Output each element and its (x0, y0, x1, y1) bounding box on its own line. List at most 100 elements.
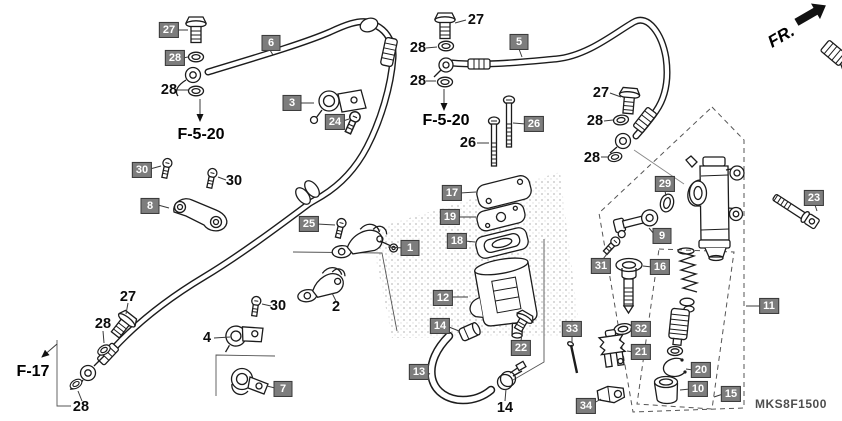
part-3-clamp (309, 89, 367, 125)
callout-7[interactable]: 7 (273, 380, 293, 398)
part-23-bolt (772, 194, 820, 230)
callout-25[interactable]: 25 (298, 215, 320, 233)
callout-1[interactable]: 1 (400, 239, 420, 257)
part-33-pin (567, 341, 579, 374)
callout-30[interactable]: 30 (131, 161, 153, 179)
callout-21[interactable]: 21 (630, 343, 652, 361)
callout-33[interactable]: 33 (561, 320, 583, 338)
callout-27[interactable]: 27 (119, 289, 137, 305)
part-24-screw (342, 109, 363, 136)
callout-6[interactable]: 6 (261, 34, 281, 52)
part-8-bracket (173, 198, 228, 232)
callout-27[interactable]: 27 (592, 85, 610, 101)
fr-direction: FR. (765, 3, 826, 51)
part-13-hose (427, 331, 496, 405)
callout-12[interactable]: 12 (432, 289, 454, 307)
part-7-clamp (230, 367, 269, 396)
callout-3[interactable]: 3 (282, 94, 302, 112)
fr-arrow-icon (794, 3, 826, 26)
callout-9[interactable]: 9 (652, 227, 672, 245)
ref-f-17[interactable]: F-17 (16, 363, 50, 380)
callout-28[interactable]: 28 (72, 399, 90, 415)
kit-spring (677, 247, 700, 293)
hose-crimp (633, 107, 657, 133)
kit-washer (679, 297, 695, 307)
callout-8[interactable]: 8 (140, 197, 160, 215)
callout-20[interactable]: 20 (690, 361, 712, 379)
callout-13[interactable]: 13 (408, 363, 430, 381)
callout-14[interactable]: 14 (496, 400, 514, 416)
part-28-washer (436, 76, 454, 88)
callout-28[interactable]: 28 (164, 49, 186, 67)
part-5-brake-hose (433, 16, 671, 154)
part-19-set-plate (476, 202, 526, 232)
callout-28[interactable]: 28 (586, 113, 604, 129)
part-25-screw (332, 216, 348, 240)
callout-27[interactable]: 27 (467, 12, 485, 28)
part-30-screw (159, 157, 174, 180)
callout-18[interactable]: 18 (446, 232, 468, 250)
callout-14[interactable]: 14 (429, 317, 451, 335)
callout-2[interactable]: 2 (331, 299, 341, 315)
part-10-cup (653, 375, 679, 405)
callout-26[interactable]: 26 (523, 115, 545, 133)
part-4-clamp (224, 325, 264, 353)
callout-28[interactable]: 28 (94, 316, 112, 332)
callout-19[interactable]: 19 (439, 208, 461, 226)
callout-30[interactable]: 30 (225, 173, 243, 189)
ref-f-5-20-left[interactable]: F-5-20 (177, 126, 225, 143)
callout-28[interactable]: 28 (583, 150, 601, 166)
banjo-fitting-upper (175, 66, 202, 97)
callout-11[interactable]: 11 (759, 297, 779, 315)
master-cylinder-body (685, 155, 745, 262)
part-31-screw (601, 234, 623, 257)
callout-27[interactable]: 27 (158, 21, 180, 39)
part-27-bolt (185, 16, 207, 44)
callout-10[interactable]: 10 (687, 380, 709, 398)
f-17-arrow (41, 343, 58, 358)
banjo-fitting-left (433, 57, 454, 78)
ref-f-5-20-right[interactable]: F-5-20 (422, 112, 470, 129)
part-28-washer (187, 85, 205, 97)
part-30-screw (204, 167, 219, 190)
part-2-group-outline (292, 251, 398, 332)
hose-joint-fitting (359, 17, 398, 68)
callout-17[interactable]: 17 (441, 184, 463, 202)
part-28-washer (606, 150, 624, 164)
callout-29[interactable]: 29 (654, 175, 676, 193)
callout-16[interactable]: 16 (649, 258, 671, 276)
callout-28[interactable]: 28 (160, 82, 178, 98)
part-29-oring (659, 193, 675, 213)
callout-26[interactable]: 26 (459, 135, 477, 151)
diagram-code: MKS8F1500 (755, 397, 827, 411)
hose-to-cylinder-alignment-line (633, 149, 685, 185)
part-28-washer (437, 40, 455, 52)
callout-4[interactable]: 4 (202, 330, 212, 346)
kit-seal-ring (666, 345, 684, 357)
part-22-bolt (513, 309, 534, 333)
callout-15[interactable]: 15 (720, 385, 742, 403)
part-14-cap (458, 322, 481, 342)
callout-22[interactable]: 22 (510, 339, 532, 357)
callout-30[interactable]: 30 (269, 298, 287, 314)
callout-31[interactable]: 31 (590, 257, 612, 275)
part-7-group-outline (215, 354, 276, 396)
part-27-bolt (434, 12, 456, 40)
part-18-diaphragm (475, 227, 529, 259)
part-11-kit-outline (598, 106, 745, 413)
callout-28[interactable]: 28 (409, 40, 427, 56)
f17-bracket-line (56, 340, 71, 407)
callout-32[interactable]: 32 (630, 320, 652, 338)
part-26-screw (502, 95, 516, 148)
callout-28[interactable]: 28 (409, 73, 427, 89)
part-16-washer-bolt (615, 257, 643, 315)
callout-5[interactable]: 5 (509, 33, 529, 51)
part-26-screw (487, 116, 501, 167)
callout-24[interactable]: 24 (324, 113, 346, 131)
callout-23[interactable]: 23 (803, 189, 825, 207)
hose-crimp (467, 58, 491, 70)
hose-grommet (295, 180, 320, 205)
callout-34[interactable]: 34 (575, 397, 597, 415)
